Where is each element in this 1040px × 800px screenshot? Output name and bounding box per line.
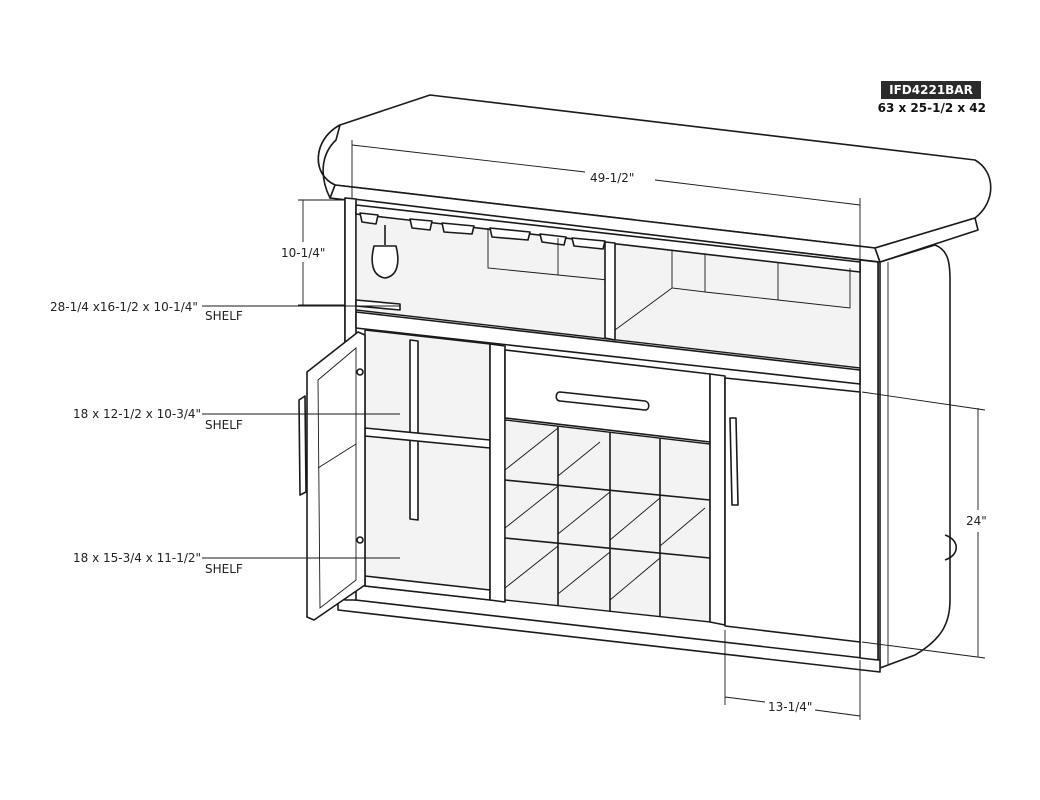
cabinet-plinth [337,597,881,673]
shelf-callout-lower: 18 x 15-3/4 x 11-1/2" SHELF [73,551,400,576]
dimension-top-width: 49-1/2" [351,140,861,262]
shelf-label: SHELF [205,562,243,576]
right-door-handle[interactable] [729,417,739,506]
shelf-callout-upper: 28-1/4 x16-1/2 x 10-1/4" SHELF [50,300,400,323]
dimension-door-width: 13-1/4" [724,630,861,720]
dimension-door-width-label: 13-1/4" [768,700,812,714]
shelf-size: 18 x 15-3/4 x 11-1/2" [73,551,201,565]
overall-size: 63 x 25-1/2 x 42 [877,101,986,115]
shelf-size: 18 x 12-1/2 x 10-3/4" [73,407,201,421]
dimension-cabinet-height: 24" [861,391,987,659]
left-door-open[interactable] [306,331,366,621]
dimension-upper-height-label: 10-1/4" [281,246,325,260]
shelf-size: 28-1/4 x16-1/2 x 10-1/4" [50,300,198,314]
model-badge: IFD4221BAR [881,81,981,99]
foot-rail [944,534,958,561]
dimension-upper-height: 10-1/4" [281,199,345,306]
shelf-label: SHELF [205,309,243,323]
left-door-handle[interactable] [298,395,307,496]
right-door[interactable] [724,377,861,643]
stemware-rack [359,212,606,250]
cabinet-right-end [879,244,951,669]
dimension-cabinet-height-label: 24" [966,514,987,528]
dimension-top-width-label: 49-1/2" [590,171,634,185]
wine-rack-grid [504,419,711,623]
shelf-label: SHELF [205,418,243,432]
drawer-handle[interactable] [555,391,650,411]
upper-shelf [355,299,401,311]
shelf-callout-middle: 18 x 12-1/2 x 10-3/4" SHELF [73,407,400,432]
wine-glass-icon [371,225,399,279]
